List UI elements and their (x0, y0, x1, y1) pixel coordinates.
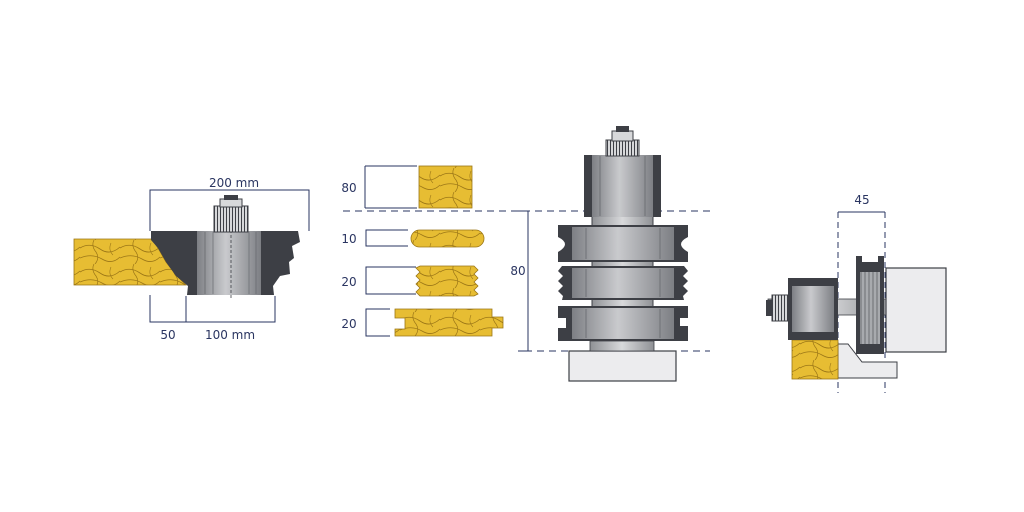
dim-label-200mm: 200 mm (209, 176, 259, 190)
stacked-cutter-assembly: 80 (510, 126, 688, 382)
side-end-nut (771, 294, 789, 322)
profile-cutter-nut (213, 205, 249, 233)
dim-label-80-height: 80 (510, 264, 525, 278)
dim-label-45: 45 (854, 193, 869, 207)
sample-label-20b: 20 (341, 317, 356, 331)
sample-tongue-groove-board (394, 308, 504, 337)
dim-label-50: 50 (160, 328, 175, 342)
sample-square-block (418, 165, 473, 209)
dim-label-100mm: 100 mm (205, 328, 255, 342)
machine-base-block (568, 350, 677, 382)
sample-rounded-strip (410, 229, 485, 248)
side-view-assembly: 45 (766, 193, 947, 393)
sample-label-80: 80 (341, 181, 356, 195)
profile-cutter-assembly: 200 mm 50 100 mm (73, 176, 310, 342)
profile-samples: 80 10 20 20 (341, 165, 710, 352)
profile-cutter-hub (197, 231, 261, 295)
sample-label-20a: 20 (341, 275, 356, 289)
sample-label-10: 10 (341, 232, 356, 246)
machine-body (885, 267, 947, 353)
sample-corrugated-strip (415, 265, 479, 297)
wood-block-right (791, 339, 839, 380)
